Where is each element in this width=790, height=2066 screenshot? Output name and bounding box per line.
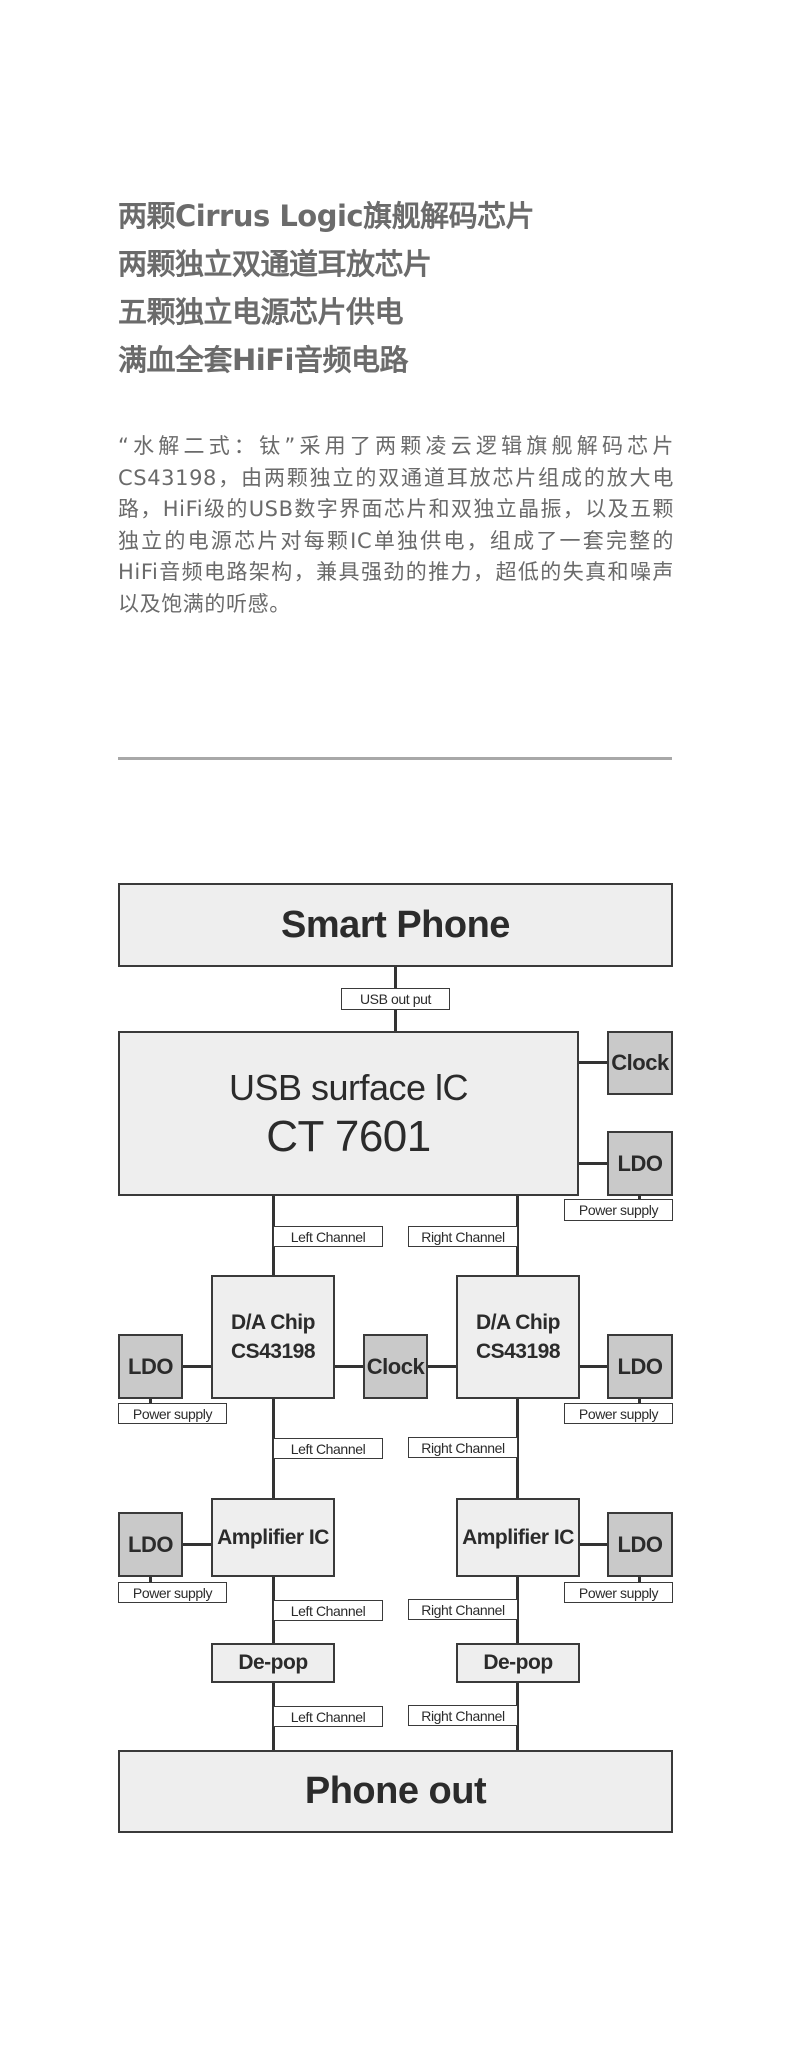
headline-line: 满血全套HiFi音频电路: [118, 343, 408, 377]
right-channel-label: Right Channel: [408, 1599, 518, 1620]
ldo-box-left-dac: LDO: [118, 1334, 183, 1399]
depop-label: De-pop: [238, 1651, 308, 1674]
amplifier-ic-label: Amplifier IC: [217, 1525, 329, 1549]
ldo-label: LDO: [617, 1531, 663, 1557]
connector-line: [577, 1061, 608, 1064]
power-supply-label: Power supply: [564, 1582, 673, 1603]
dac-chip-left: D/A Chip CS43198: [211, 1275, 335, 1399]
connector-line: [182, 1365, 212, 1368]
power-supply-label: Power supply: [564, 1199, 673, 1221]
ldo-box-top: LDO: [607, 1131, 673, 1196]
ldo-label: LDO: [128, 1531, 173, 1557]
connector-line: [149, 1575, 152, 1584]
connector-line: [638, 1575, 641, 1584]
clock-label: Clock: [611, 1050, 669, 1075]
amplifier-ic-label: Amplifier IC: [462, 1525, 574, 1549]
dac-chip-model: CS43198: [230, 1340, 316, 1363]
description-paragraph: “水解二式：钛”采用了两颗凌云逻辑旗舰解码芯片CS43198，由两颗独立的双通道…: [118, 434, 674, 616]
ldo-label: LDO: [617, 1150, 663, 1176]
clock-box-middle: Clock: [363, 1334, 428, 1399]
ldo-label: LDO: [128, 1353, 173, 1379]
amplifier-ic-left: Amplifier IC: [211, 1498, 335, 1577]
headline-line: 两颗Cirrus Logic旗舰解码芯片: [118, 199, 535, 233]
headline-line: 两颗独立双通道耳放芯片: [118, 247, 432, 281]
connector-line: [578, 1365, 608, 1368]
right-channel-label: Right Channel: [408, 1226, 518, 1247]
connector-line: [638, 1397, 641, 1404]
depop-right: De-pop: [456, 1643, 580, 1683]
connector-line: [578, 1543, 608, 1546]
usb-ic-model: CT 7601: [266, 1111, 431, 1161]
power-supply-label: Power supply: [564, 1403, 673, 1424]
left-channel-label: Left Channel: [273, 1226, 383, 1247]
amplifier-ic-right: Amplifier IC: [456, 1498, 580, 1577]
power-supply-label: Power supply: [118, 1403, 227, 1424]
depop-label: De-pop: [483, 1651, 553, 1674]
left-channel-label: Left Channel: [273, 1706, 383, 1727]
section-divider: [118, 757, 672, 760]
ldo-box-left-amp: LDO: [118, 1512, 183, 1577]
dac-chip-right: D/A Chip CS43198: [456, 1275, 580, 1399]
smart-phone-box: Smart Phone: [118, 883, 673, 967]
clock-label: Clock: [366, 1353, 425, 1379]
connector-line: [426, 1365, 457, 1368]
ldo-label: LDO: [617, 1353, 663, 1379]
smart-phone-label: Smart Phone: [281, 903, 510, 946]
power-supply-label: Power supply: [118, 1582, 227, 1603]
connector-line: [333, 1365, 364, 1368]
left-channel-label: Left Channel: [273, 1438, 383, 1459]
connector-line: [149, 1397, 152, 1404]
clock-box-top: Clock: [607, 1031, 673, 1095]
headline: 两颗Cirrus Logic旗舰解码芯片 两颗独立双通道耳放芯片 五颗独立电源芯…: [118, 192, 535, 384]
usb-ic-name: USB surface lC: [228, 1066, 469, 1108]
headline-line: 五颗独立电源芯片供电: [118, 295, 404, 329]
right-channel-label: Right Channel: [408, 1705, 518, 1726]
left-channel-label: Left Channel: [273, 1600, 383, 1621]
dac-chip-model: CS43198: [475, 1340, 561, 1363]
connector-line: [577, 1162, 608, 1165]
ldo-box-right-dac: LDO: [607, 1334, 673, 1399]
usb-output-label: USB out put: [341, 988, 450, 1010]
usb-interface-ic-box: USB surface lC CT 7601: [118, 1031, 579, 1196]
connector-line: [638, 1194, 641, 1200]
dac-chip-name: D/A Chip: [231, 1311, 315, 1334]
dac-chip-name: D/A Chip: [476, 1311, 560, 1334]
depop-left: De-pop: [211, 1643, 335, 1683]
phone-out-label: Phone out: [304, 1770, 487, 1812]
ldo-box-right-amp: LDO: [607, 1512, 673, 1577]
phone-out-box: Phone out: [118, 1750, 673, 1833]
right-channel-label: Right Channel: [408, 1437, 518, 1458]
connector-line: [182, 1543, 212, 1546]
